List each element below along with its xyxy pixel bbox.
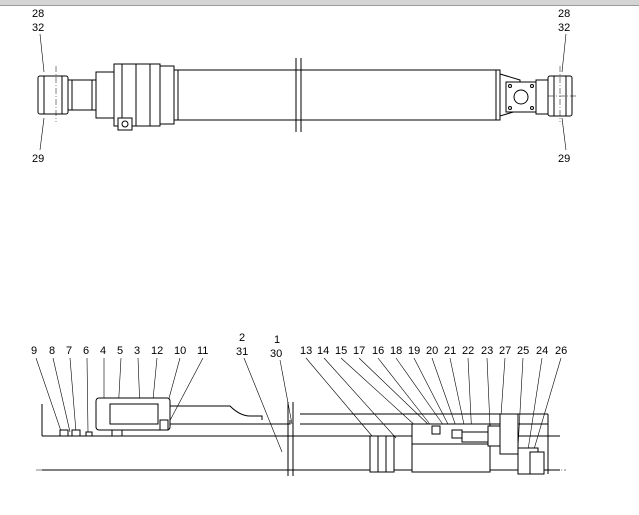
callout-20: 20: [426, 345, 438, 357]
callout-23: 23: [481, 345, 493, 357]
callout-26: 26: [555, 345, 567, 357]
callout-8: 8: [49, 345, 55, 357]
callout-4: 4: [100, 345, 106, 357]
callout-15: 15: [335, 345, 347, 357]
callout-31: 31: [236, 346, 248, 358]
callout-27: 27: [499, 345, 511, 357]
callout-5: 5: [117, 345, 123, 357]
label-32-right: 32: [558, 22, 570, 34]
cap-port-flange: [505, 81, 537, 113]
callout-7: 7: [66, 345, 72, 357]
callout-18: 18: [390, 345, 402, 357]
leader-32-right: [561, 33, 567, 73]
end-cap: [499, 413, 519, 455]
label-28-right: 28: [558, 8, 570, 20]
callout-19: 19: [408, 345, 420, 357]
callout-9: 9: [31, 345, 37, 357]
leader-32-left: [39, 33, 45, 73]
port-block: [117, 117, 133, 131]
callout-14: 14: [317, 345, 329, 357]
callout-10: 10: [174, 345, 186, 357]
left-clevis-neck: [67, 79, 97, 111]
cylinder-tube: [173, 69, 501, 121]
window-top-edge: [0, 0, 639, 6]
callout-12: 12: [151, 345, 163, 357]
label-29-right: 29: [558, 153, 570, 165]
callout-2: 2: [239, 332, 245, 344]
callout-6: 6: [83, 345, 89, 357]
callout-30: 30: [270, 348, 282, 360]
callout-16: 16: [372, 345, 384, 357]
piston-nut: [369, 435, 395, 473]
gland-inner: [109, 403, 159, 425]
section-view: 9 8 7 6 4 5 3 12 10 11 2 31 1 30 13 14 1…: [31, 332, 567, 476]
tube-head-profile: [170, 405, 263, 420]
cap-bore: [529, 451, 545, 475]
right-clevis-neck: [535, 79, 549, 115]
label-28-left: 28: [32, 8, 44, 20]
piston-body: [411, 443, 491, 473]
callout-25: 25: [517, 345, 529, 357]
leader-29-right: [561, 117, 567, 151]
callout-24: 24: [536, 345, 548, 357]
head-block: [113, 63, 161, 127]
label-32-left: 32: [32, 22, 44, 34]
callout-3: 3: [134, 345, 140, 357]
callout-22: 22: [462, 345, 474, 357]
callout-1: 1: [274, 334, 280, 346]
callout-13: 13: [300, 345, 312, 357]
callout-21: 21: [444, 345, 456, 357]
cushion-ring: [487, 425, 501, 447]
callout-17: 17: [353, 345, 365, 357]
head-flange: [159, 65, 175, 125]
leader-29-left: [39, 117, 45, 151]
label-29-left: 29: [32, 153, 44, 165]
gland-ring: [95, 71, 115, 119]
left-clevis: [37, 75, 69, 115]
callout-11: 11: [197, 345, 208, 357]
top-view: 28 32 29 28 32 29: [32, 8, 578, 165]
